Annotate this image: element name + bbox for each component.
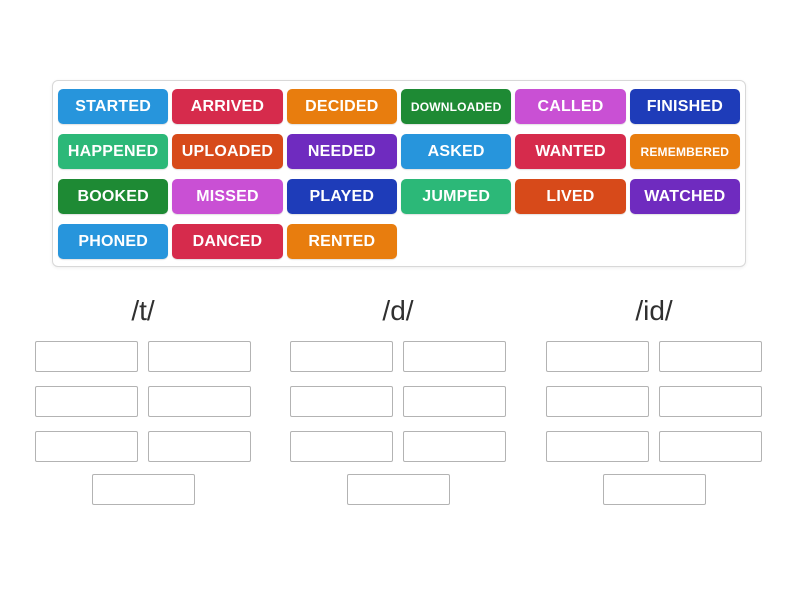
slot-grid (546, 341, 762, 462)
word-tile[interactable]: NEEDED (286, 134, 397, 169)
word-tile[interactable]: REMEMBERED (629, 134, 740, 169)
answer-slot[interactable] (35, 341, 138, 372)
word-tile[interactable]: PHONED (58, 224, 169, 259)
word-tile[interactable]: STARTED (58, 89, 169, 124)
word-tile[interactable]: RENTED (286, 224, 397, 259)
answer-slot[interactable] (403, 341, 506, 372)
word-tile[interactable]: WATCHED (629, 179, 740, 214)
answer-slot[interactable] (35, 431, 138, 462)
category-header: /t/ (131, 295, 155, 326)
answer-slot[interactable] (346, 474, 450, 505)
answer-slot[interactable] (659, 341, 762, 372)
word-tile[interactable]: FINISHED (629, 89, 740, 124)
word-tile[interactable]: BOOKED (58, 179, 169, 214)
category-group: /t/ (35, 292, 251, 505)
answer-slot[interactable] (35, 386, 138, 417)
answer-slot[interactable] (290, 386, 393, 417)
answer-slot[interactable] (403, 431, 506, 462)
slot-bottom-row (35, 474, 251, 505)
word-tile[interactable]: UPLOADED (172, 134, 283, 169)
word-tile[interactable]: DECIDED (286, 89, 397, 124)
answer-slot[interactable] (403, 386, 506, 417)
category-header: /id/ (635, 295, 673, 326)
answer-slot[interactable] (659, 386, 762, 417)
answer-slot[interactable] (659, 431, 762, 462)
answer-slot[interactable] (91, 474, 195, 505)
word-tile[interactable]: PLAYED (286, 179, 397, 214)
word-tile[interactable]: LIVED (515, 179, 626, 214)
answer-slot[interactable] (148, 341, 251, 372)
word-tile[interactable]: DANCED (172, 224, 283, 259)
word-tile[interactable]: MISSED (172, 179, 283, 214)
word-tile[interactable]: HAPPENED (58, 134, 169, 169)
word-tile[interactable]: DOWNLOADED (401, 89, 512, 124)
answer-slot[interactable] (290, 341, 393, 372)
category-group: /d/ (290, 292, 506, 505)
word-tile[interactable]: ASKED (401, 134, 512, 169)
category-header: /d/ (382, 295, 414, 326)
answer-slot[interactable] (546, 386, 649, 417)
answer-slot[interactable] (546, 341, 649, 372)
word-tile[interactable]: WANTED (515, 134, 626, 169)
slot-grid (35, 341, 251, 462)
word-tile[interactable]: JUMPED (401, 179, 512, 214)
word-tile[interactable]: ARRIVED (172, 89, 283, 124)
answer-slot[interactable] (148, 386, 251, 417)
answer-slot[interactable] (148, 431, 251, 462)
slot-bottom-row (290, 474, 506, 505)
answer-slot[interactable] (602, 474, 706, 505)
slot-grid (290, 341, 506, 462)
word-tile[interactable]: CALLED (515, 89, 626, 124)
category-group: /id/ (546, 292, 762, 505)
slot-bottom-row (546, 474, 762, 505)
answer-slot[interactable] (290, 431, 393, 462)
answer-slot[interactable] (546, 431, 649, 462)
